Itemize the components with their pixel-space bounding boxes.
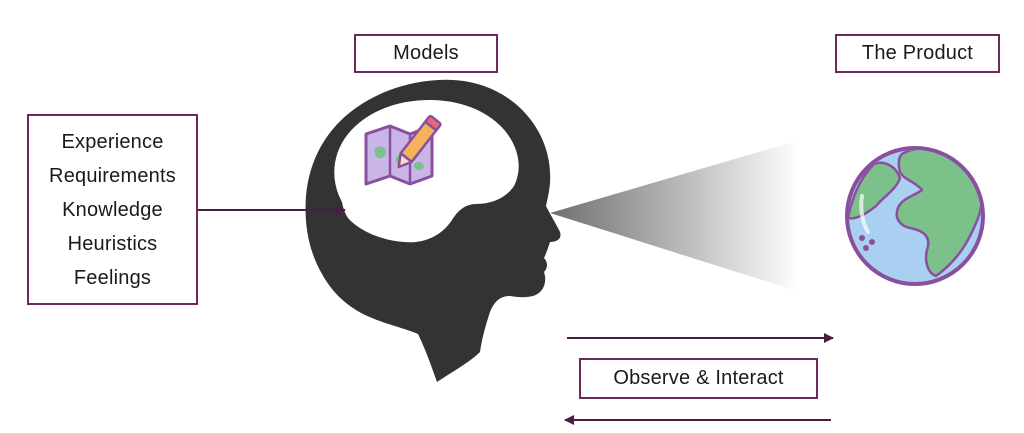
input-item-experience: Experience	[61, 130, 164, 153]
observe-interact-label: Observe & Interact	[579, 358, 818, 399]
input-item-requirements: Requirements	[49, 164, 176, 187]
models-label: Models	[354, 34, 498, 73]
input-item-knowledge: Knowledge	[62, 198, 163, 221]
product-label: The Product	[835, 34, 1000, 73]
globe-icon	[845, 146, 985, 286]
vision-cone	[550, 140, 800, 292]
input-item-feelings: Feelings	[73, 266, 152, 289]
input-item-heuristics: Heuristics	[67, 232, 158, 255]
inputs-box: Experience Requirements Knowledge Heuris…	[27, 114, 198, 305]
map-with-pencil-icon	[364, 114, 442, 186]
